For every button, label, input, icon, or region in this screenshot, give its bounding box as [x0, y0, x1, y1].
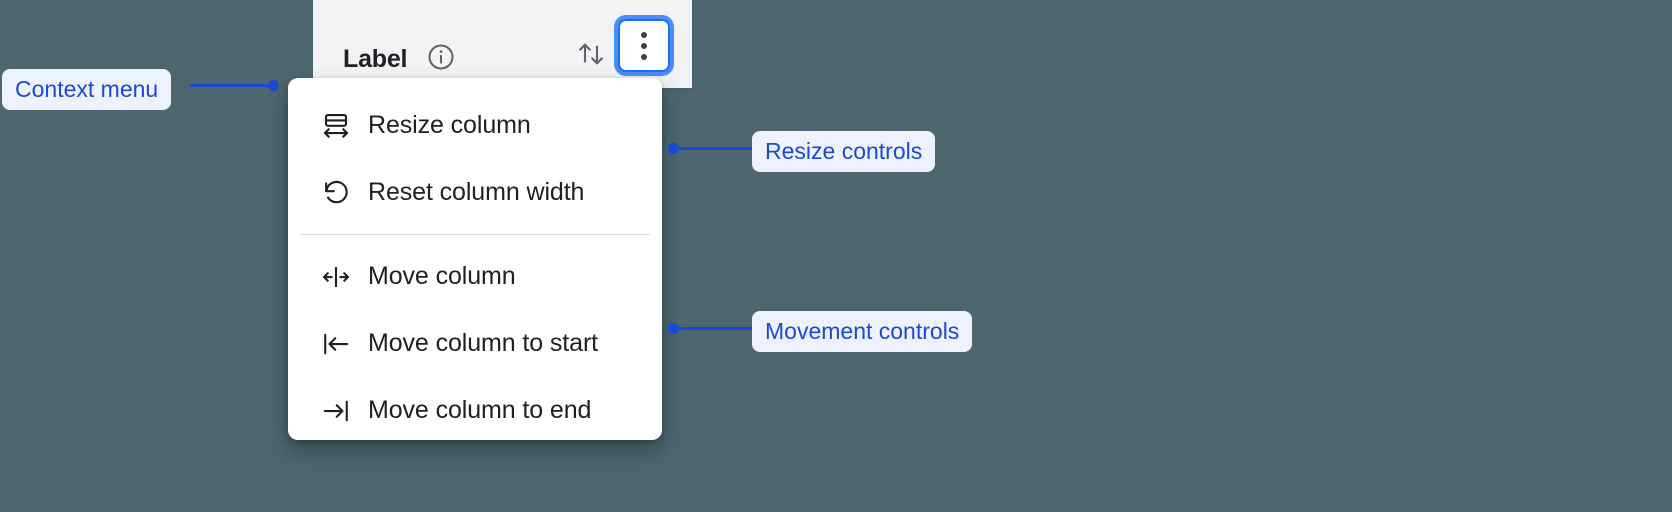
reset-width-icon — [320, 177, 352, 209]
move-to-end-icon — [320, 395, 352, 427]
menu-item-move-column-to-end[interactable]: Move column to end — [288, 377, 662, 440]
annotation-movement-controls: Movement controls — [752, 311, 973, 352]
menu-item-label: Reset column width — [368, 178, 585, 206]
column-menu-button[interactable] — [618, 19, 670, 72]
sort-arrows-icon[interactable] — [574, 36, 608, 72]
menu-item-label: Resize column — [368, 111, 531, 139]
annotation-resize-controls: Resize controls — [752, 131, 936, 172]
annotation-anchor-dot — [268, 80, 279, 91]
more-vertical-icon — [641, 42, 647, 49]
resize-column-icon — [320, 110, 352, 142]
move-column-icon — [320, 261, 352, 293]
annotation-anchor-dot — [668, 143, 679, 154]
annotation-anchor-dot — [668, 323, 679, 334]
menu-item-label: Move column — [368, 262, 516, 290]
menu-item-move-column[interactable]: Move column — [288, 243, 662, 310]
more-vertical-icon — [641, 31, 647, 38]
menu-item-move-column-to-start[interactable]: Move column to start — [288, 310, 662, 377]
info-circle-icon[interactable] — [426, 42, 456, 72]
annotation-leader-line — [190, 84, 272, 87]
menu-item-label: Move column to end — [368, 396, 592, 424]
column-header: Label — [313, 0, 692, 88]
more-vertical-icon — [641, 53, 647, 60]
menu-divider — [300, 234, 650, 235]
annotation-leader-line — [676, 327, 752, 330]
annotation-leader-line — [676, 147, 752, 150]
menu-item-resize-column[interactable]: Resize column — [288, 92, 662, 159]
page-title: Label — [343, 45, 408, 73]
annotation-context-menu: Context menu — [2, 69, 172, 110]
move-to-start-icon — [320, 328, 352, 360]
context-menu: Resize column Reset column width — [288, 78, 662, 440]
menu-item-reset-column-width[interactable]: Reset column width — [288, 159, 662, 226]
menu-item-label: Move column to start — [368, 329, 599, 357]
